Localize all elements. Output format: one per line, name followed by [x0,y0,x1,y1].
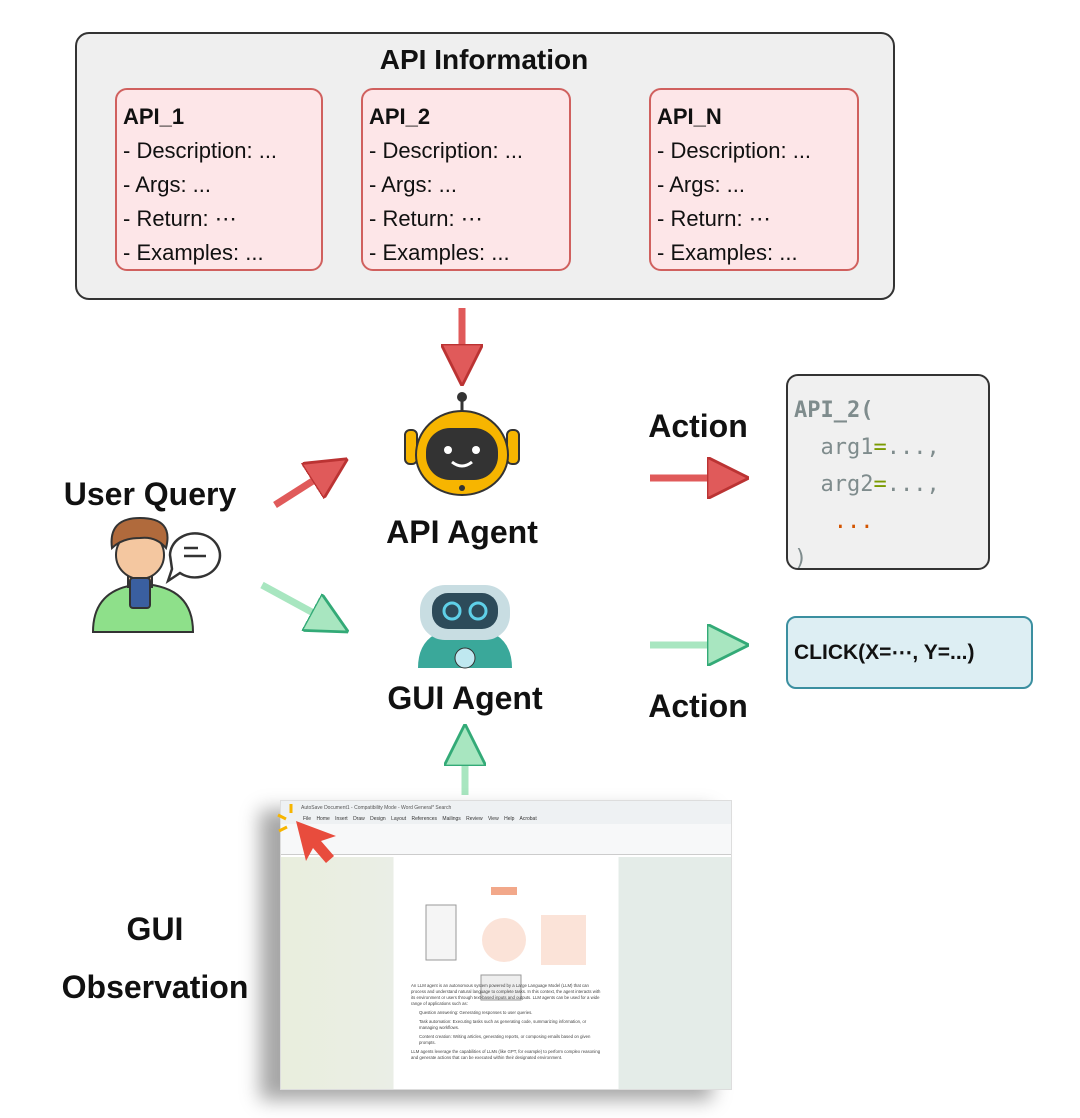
code-ellipsis: ... [833,509,874,534]
screenshot-figure [425,887,586,1001]
api-card-2: API_2 - Description: ... - Args: ... - R… [361,88,571,271]
screenshot-ribbon [281,824,731,855]
gui-observation-label: GUI Observation [40,900,270,1016]
api-description: - Description: ... [369,138,524,163]
api-return: - Return: ⋯ [123,206,237,231]
user-with-phone-icon [91,516,222,633]
action-label-api: Action [648,408,748,444]
screenshot-paragraph: An LLM agent is an autonomous system pow… [411,983,601,1006]
gui-agent-robot-icon [418,585,512,669]
api-agent-label: API Agent [386,514,538,550]
api-description: - Description: ... [657,138,812,163]
screenshot-menu: File Home Insert Draw Design Layout Refe… [281,815,731,824]
api-examples: - Examples: ... [369,240,510,265]
api-agent-robot-icon [404,392,520,496]
gui-screenshot: AutoSave Document1 - Compatibility Mode … [277,800,732,1090]
screenshot-title-bar: AutoSave Document1 - Compatibility Mode … [281,801,731,815]
api-args: - Args: ... [123,172,212,197]
api-card-n: API_N - Description: ... - Args: ... - R… [649,88,859,271]
api-information-title: API Information [379,44,589,75]
api-name: API_2 [369,104,431,129]
code-arg1: arg1 [820,435,874,460]
code-close: ) [794,546,808,571]
gui-observation-line-1: GUI [126,911,184,947]
screenshot-text: An LLM agent is an autonomous system pow… [411,983,601,1061]
api-card-1: API_1 - Description: ... - Args: ... - R… [115,88,323,271]
arrow-query-to-api-agent [273,470,330,508]
code-val: ..., [886,435,940,460]
code-eq: = [873,435,887,460]
code-arg2: arg2 [820,472,874,497]
click-cursor-icon [277,804,336,863]
api-args: - Args: ... [369,172,458,197]
api-call-code-box: API_2( arg1=..., arg2=..., ... ) [786,374,990,571]
api-return: - Return: ⋯ [657,206,771,231]
api-examples: - Examples: ... [657,240,798,265]
arrow-query-to-gui-agent [260,581,330,622]
gui-agent-label: GUI Agent [387,680,543,716]
api-return: - Return: ⋯ [369,206,483,231]
screenshot-closing: LLM agents leverage the capabilities of … [411,1049,601,1060]
gui-observation-line-2: Observation [61,969,249,1005]
api-name: API_N [657,104,722,129]
api-name: API_1 [123,104,185,129]
screenshot-bullet: Content creation: Writing articles, gene… [419,1034,591,1045]
user-query-label: User Query [63,476,237,512]
code-eq: = [873,472,887,497]
screenshot-bullet: Question answering: Generating responses… [419,1010,533,1015]
api-examples: - Examples: ... [123,240,264,265]
api-args: - Args: ... [657,172,746,197]
action-label-gui: Action [648,688,748,724]
gui-click-action-box: CLICK(X=⋯, Y=...) [786,616,1033,689]
screenshot-bullet: Task automation: Executing tasks such as… [419,1019,587,1030]
code-function: API_2( [794,398,874,423]
code-val: ..., [886,472,940,497]
api-description: - Description: ... [123,138,278,163]
screenshot-document-area: An LLM agent is an autonomous system pow… [281,857,731,1089]
